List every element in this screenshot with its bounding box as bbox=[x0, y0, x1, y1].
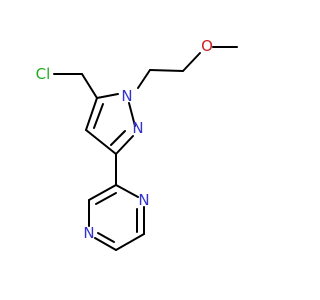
bonds bbox=[53, 46, 238, 251]
atom-cl: Cl bbox=[36, 65, 51, 83]
atom-labels: Cl O N N N N bbox=[36, 37, 213, 242]
bond-ch2b-o bbox=[182, 52, 201, 72]
bond-c3-n2-inner bbox=[110, 130, 126, 146]
bond-pz-c3-c4 bbox=[115, 233, 145, 251]
bond-ch2a-ch2b bbox=[149, 69, 184, 72]
bond-n2-n1 bbox=[128, 102, 136, 127]
bond-pz-c5-c2-inner bbox=[95, 192, 117, 205]
atom-n2: N bbox=[132, 119, 143, 137]
bond-c5-n1 bbox=[96, 93, 119, 99]
atom-o: O bbox=[201, 37, 213, 55]
atom-n3: N bbox=[138, 191, 149, 209]
bond-pz-c2-n bbox=[115, 184, 139, 198]
bond-c3-n2 bbox=[115, 135, 134, 155]
bond-n1-ch2a bbox=[137, 69, 151, 89]
bond-c5-c4-inner bbox=[93, 103, 104, 129]
atom-n4: N bbox=[83, 224, 94, 242]
molecule-structure: Cl O N N N N bbox=[36, 37, 238, 251]
atom-n1: N bbox=[121, 87, 132, 105]
bond-pz-c4-n-inner bbox=[97, 232, 115, 243]
bond-pz-c4-n bbox=[94, 237, 117, 251]
bond-c4-c3 bbox=[85, 129, 117, 155]
bond-c5-c4 bbox=[85, 97, 98, 131]
bond-ch2-c5 bbox=[81, 73, 98, 99]
bond-pz-c5-c2 bbox=[88, 184, 117, 201]
